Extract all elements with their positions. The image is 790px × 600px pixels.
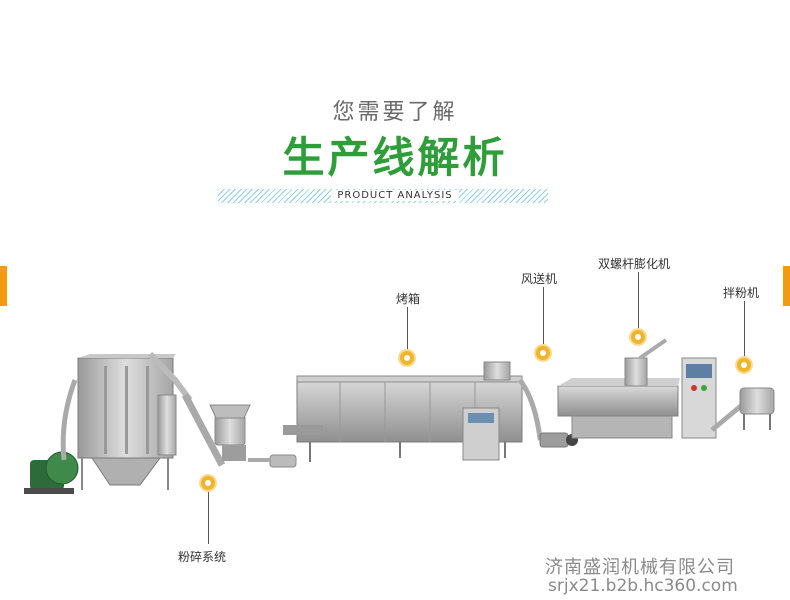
mixer-label: 拌粉机	[723, 286, 760, 300]
oven-marker	[398, 349, 416, 367]
conveyor-label: 风送机	[521, 272, 558, 286]
crusher-system	[60, 351, 193, 490]
air-conveyor	[517, 378, 578, 448]
oven-label: 烤箱	[396, 292, 421, 306]
company-watermark: 济南盛润机械有限公司	[545, 557, 735, 578]
grinding-mill	[181, 393, 297, 468]
extruder-label: 双螺杆膨化机	[598, 257, 671, 271]
left-accent-bar	[0, 266, 7, 306]
flour-mixer	[710, 387, 775, 432]
crusher-leader	[208, 492, 209, 544]
extruder-leader	[638, 272, 639, 328]
crusher-label: 粉碎系统	[178, 550, 227, 564]
twin-screw-extruder	[557, 338, 717, 439]
oven	[283, 361, 523, 462]
mixer-marker	[735, 356, 753, 374]
blower-motor	[24, 451, 79, 494]
header-title: 生产线解析	[282, 133, 508, 182]
english-title: PRODUCT ANALYSIS	[0, 189, 790, 203]
crusher-marker	[199, 474, 217, 492]
mixer-leader	[744, 301, 745, 356]
oven-leader	[407, 307, 408, 349]
extruder-marker	[629, 328, 647, 346]
conveyor-marker	[534, 344, 552, 362]
conveyor-leader	[543, 287, 544, 344]
header-subtitle: 您需要了解	[332, 100, 458, 125]
english-title-text: PRODUCT ANALYSIS	[331, 190, 459, 201]
right-accent-bar	[783, 266, 790, 306]
site-watermark: srjx21.b2b.hc360.com	[548, 576, 738, 596]
